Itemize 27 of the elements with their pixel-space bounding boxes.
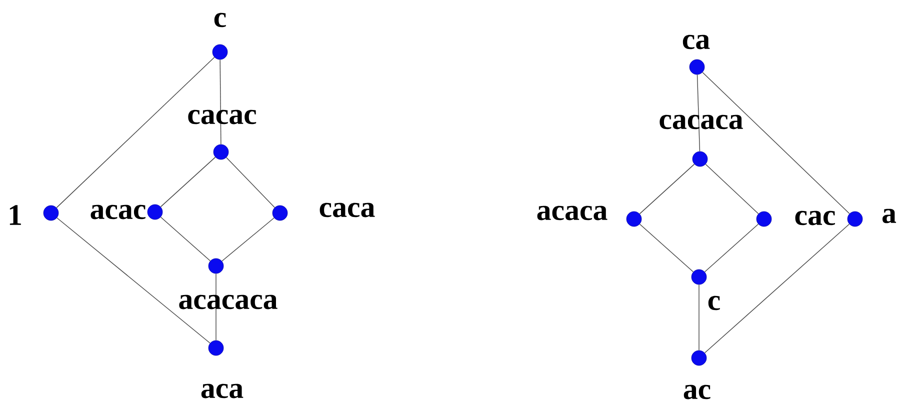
- edge-line: [220, 59, 222, 145]
- edge-line: [160, 216, 211, 262]
- edge-line: [704, 224, 759, 272]
- vertex-label: cac: [795, 210, 835, 226]
- edge-line: [639, 164, 695, 214]
- edge-line: [56, 218, 210, 344]
- vertex-label: 1: [10, 205, 21, 225]
- edge-line: [160, 156, 216, 208]
- edge-line: [639, 224, 694, 272]
- vertex-label: ca: [682, 34, 710, 50]
- vertex-label: a: [882, 208, 896, 224]
- edge-line: [696, 74, 700, 152]
- vertex-label: aca: [201, 384, 244, 398]
- vertex-label: acacaca: [179, 294, 278, 310]
- vertex-label: caca: [320, 202, 375, 218]
- vertex-label: c: [214, 12, 226, 28]
- edge-line: [222, 218, 274, 262]
- edge-line: [56, 56, 215, 208]
- edge-line: [702, 72, 850, 214]
- vertex-label: ac: [684, 384, 710, 400]
- edge-line: [705, 164, 759, 214]
- edge-line: [704, 224, 850, 354]
- edge-line: [226, 157, 275, 208]
- vertex-label: c: [708, 296, 720, 310]
- vertex-label: acaca: [537, 206, 608, 220]
- edge-line: [698, 284, 700, 351]
- vertex-label: acac: [90, 204, 146, 220]
